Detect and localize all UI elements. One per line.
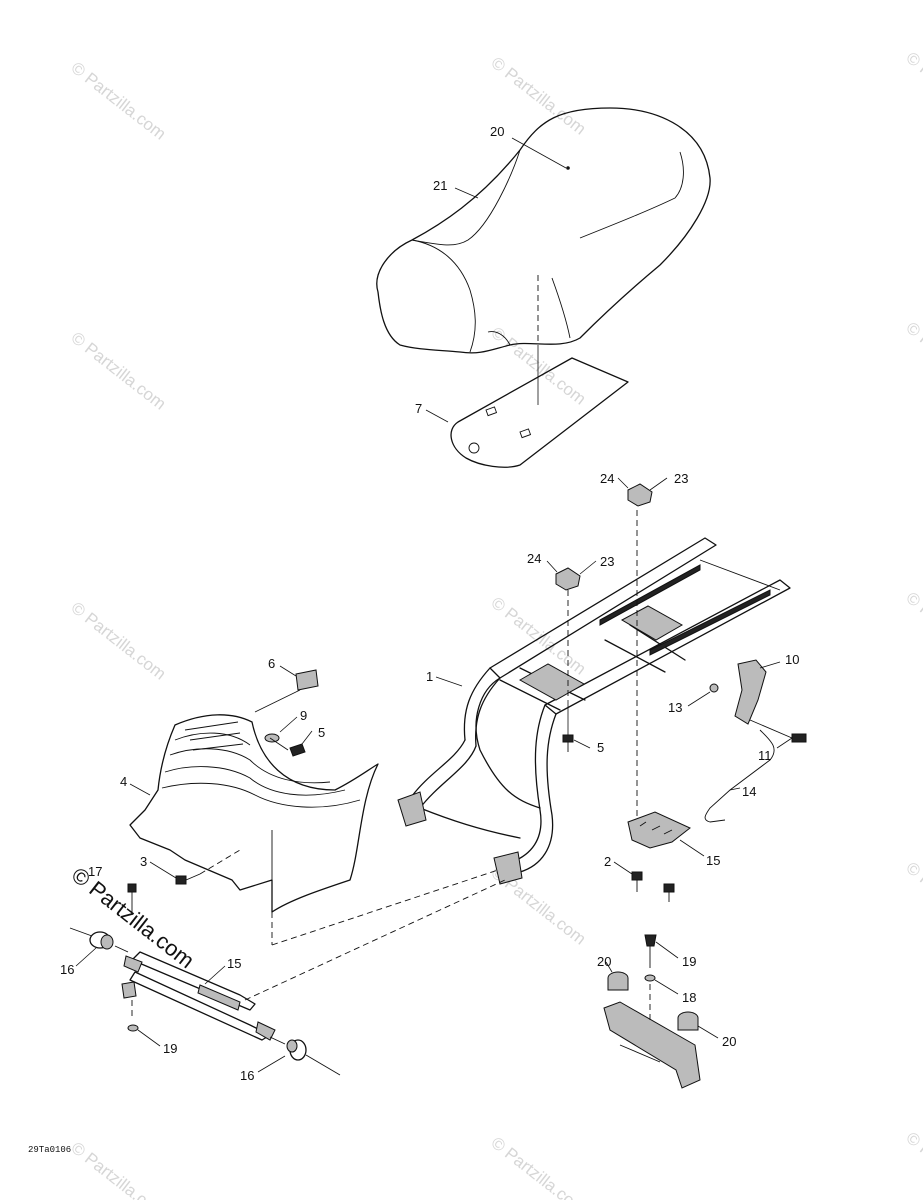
callout-10: 11	[758, 748, 772, 763]
front-cover-part	[129, 714, 379, 913]
watermark: © Partzilla.com	[903, 858, 923, 944]
clip	[295, 669, 319, 691]
callout-8: 9	[300, 708, 307, 723]
watermark: © Partzilla.com	[903, 318, 923, 404]
callout-19: 18	[682, 990, 696, 1005]
watermark: © Partzilla.com	[68, 1138, 170, 1200]
callout-16: 17	[88, 864, 102, 879]
callout-24: 24	[600, 471, 614, 486]
callout-5: 5	[597, 740, 604, 755]
frame-part	[397, 537, 791, 885]
callout-22: 20	[490, 124, 504, 139]
footrest-part	[627, 811, 691, 902]
watermark: © Partzilla.com	[488, 593, 590, 679]
callout-5: 5	[318, 725, 325, 740]
callout-23: 23	[674, 471, 688, 486]
screw	[175, 875, 187, 885]
callout-15: 16	[240, 1068, 254, 1083]
rubber-mount	[627, 483, 653, 507]
seat-base-part	[450, 357, 629, 468]
callout-3: 4	[120, 774, 127, 789]
callout-20: 20	[722, 1034, 736, 1049]
callout-11: 13	[668, 700, 682, 715]
rubber-mount	[555, 567, 581, 591]
callout-6: 6	[268, 656, 275, 671]
watermark: © Partzilla.com	[903, 1128, 923, 1200]
base-hole	[468, 442, 480, 454]
callout-20: 20	[597, 954, 611, 969]
watermark: © Partzilla.com	[68, 328, 170, 414]
drawing-code: 29Ta0106	[28, 1145, 71, 1155]
watermark: © Partzilla.com	[488, 1133, 590, 1200]
callout-24: 24	[527, 551, 541, 566]
callout-21: 21	[433, 178, 447, 193]
washer	[264, 733, 280, 743]
callout-2: 2	[604, 854, 611, 869]
screw	[289, 743, 306, 757]
callout-9: 10	[785, 652, 799, 667]
lower-bracket-part	[603, 934, 701, 1089]
watermark: © Partzilla.com	[68, 58, 170, 144]
callout-4: 3	[140, 854, 147, 869]
callout-1: 1	[426, 669, 433, 684]
callout-23: 23	[600, 554, 614, 569]
seat-part	[376, 107, 711, 405]
callout-13: 15	[706, 853, 720, 868]
callout-labels: 20 21 7 24 23 24 23 6 1 10 13 9 5 11 5 1…	[60, 124, 799, 1083]
watermark-layer: © Partzilla.com © Partzilla.com © Partzi…	[67, 48, 923, 1200]
watermark: © Partzilla.com	[68, 598, 170, 684]
callout-18: 19	[682, 954, 696, 969]
latch-part	[704, 659, 807, 823]
watermark: © Partzilla.com	[903, 48, 923, 134]
screw	[562, 734, 574, 743]
callout-17: 19	[163, 1041, 177, 1056]
callout-14: 15	[227, 956, 241, 971]
callout-15: 16	[60, 962, 74, 977]
callout-12: 14	[742, 784, 756, 799]
bracket-part	[69, 883, 341, 1076]
watermark: © Partzilla.com	[903, 588, 923, 674]
leader-lines	[75, 137, 793, 1073]
seat-point	[566, 166, 570, 170]
callout-7: 7	[415, 401, 422, 416]
